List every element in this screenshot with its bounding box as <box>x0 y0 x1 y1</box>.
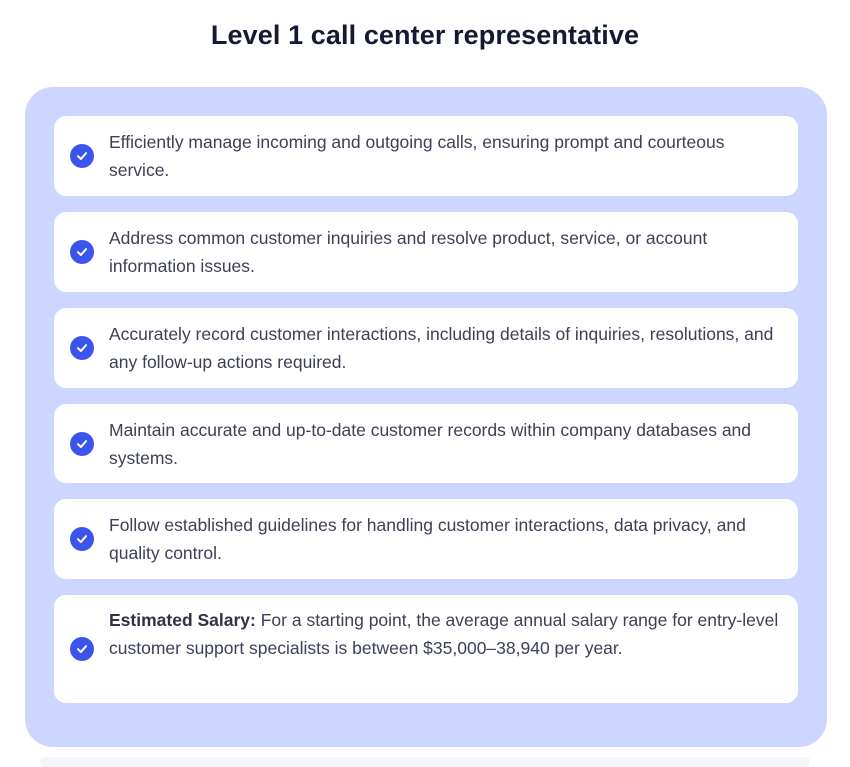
check-circle-icon <box>70 637 94 661</box>
divider <box>40 757 810 767</box>
list-item: Maintain accurate and up-to-date custome… <box>54 404 798 483</box>
list-item: Accurately record customer interactions,… <box>54 308 798 388</box>
check-circle-icon <box>70 336 94 360</box>
list-item-text: Maintain accurate and up-to-date custome… <box>109 420 752 468</box>
salary-text: Estimated Salary: For a starting point, … <box>109 606 784 662</box>
check-circle-icon <box>70 432 94 456</box>
list-item: Efficiently manage incoming and outgoing… <box>54 116 798 196</box>
check-circle-icon <box>70 240 94 264</box>
list-item-text: Follow established guidelines for handli… <box>109 515 746 563</box>
check-circle-icon <box>70 527 94 551</box>
check-circle-icon <box>70 144 94 168</box>
list-item-text: Address common customer inquiries and re… <box>109 228 708 276</box>
list-item-text: Accurately record customer interactions,… <box>109 324 774 372</box>
salary-detail: For a starting point, the average annual… <box>109 610 779 658</box>
list-item: Address common customer inquiries and re… <box>54 212 798 292</box>
list-item-text: Efficiently manage incoming and outgoing… <box>109 132 725 180</box>
list-item: Estimated Salary: For a starting point, … <box>54 595 798 703</box>
list-item: Follow established guidelines for handli… <box>54 499 798 579</box>
salary-label: Estimated Salary: <box>109 610 256 630</box>
page-title: Level 1 call center representative <box>210 20 640 50</box>
